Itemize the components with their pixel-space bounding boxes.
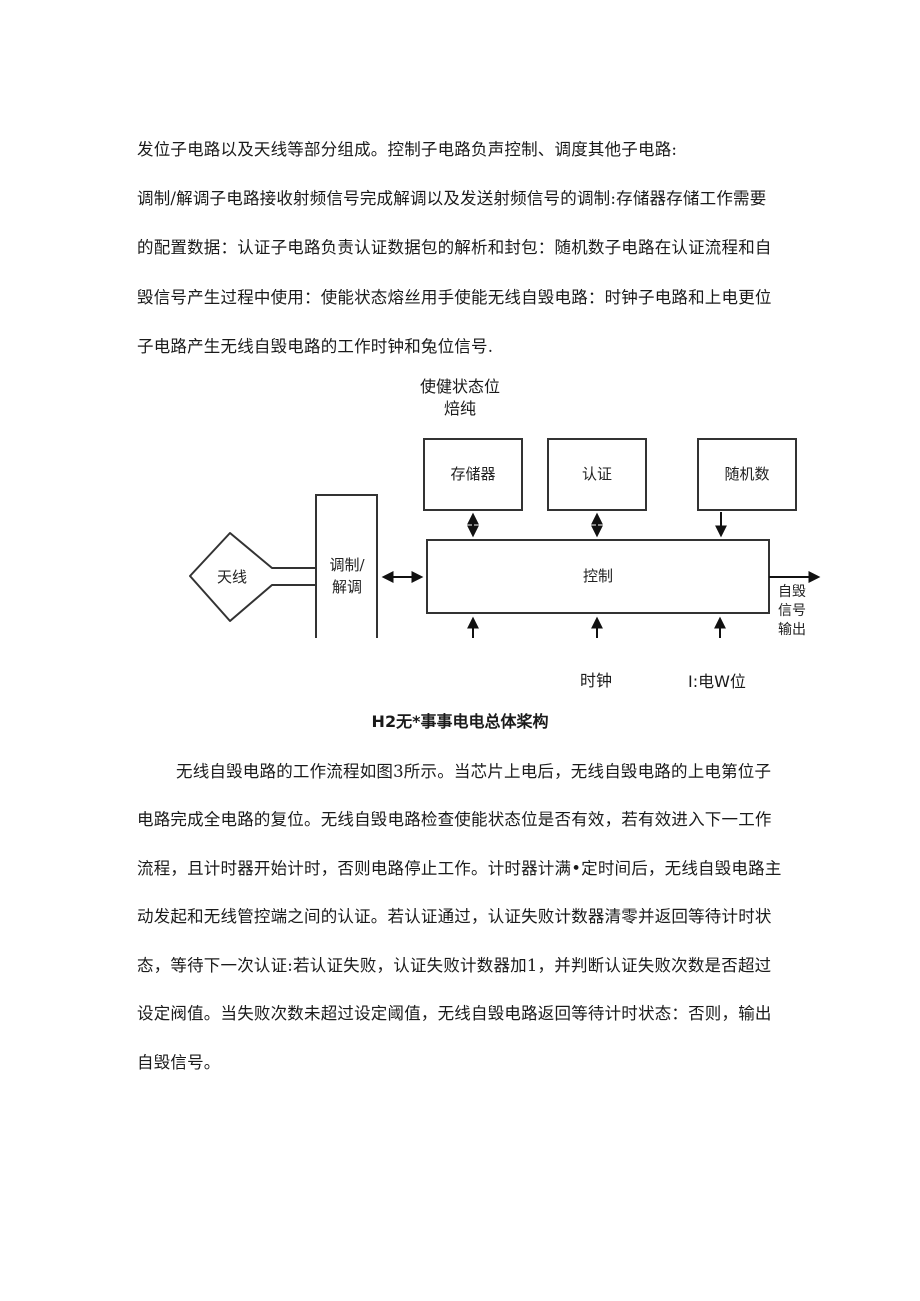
paragraph-line: 流程，且计时器开始计时，否则电路停止工作。计时器计满•定时间后，无线自毁电路主: [137, 859, 782, 878]
paragraph-line: 毁信号产生过程中使用：使能状态熔丝用手使能无线自毁电路：时钟子电路和上电更位: [137, 288, 772, 307]
paragraph-line: 设定阀值。当失败次数未超过设定阈值，无线自毁电路返回等待计时状态：否则，输出: [137, 1004, 772, 1023]
paragraph-line: 发位子电路以及天线等部分组成。控制子电路负声控制、调度其他子电路:: [137, 140, 678, 159]
output-label-line1: 自毁: [778, 584, 806, 600]
memory-block: [423, 438, 523, 511]
clock-label: 时钟: [580, 671, 613, 690]
paragraph-line: 态，等待下一次认证:若认证失败，认证失败计数器加1，并判断认证失败次数是否超过: [137, 956, 772, 975]
modem-label-line2: 解调: [332, 578, 362, 596]
paragraph-line: 调制/解调子电路接收射频信号完成解调以及发送射频信号的调制:存储器存储工作需要: [137, 189, 767, 208]
block-diagram: 天线 调制/ 解调 控制 存储器 认证 随机数 自毁 信号 输出: [189, 438, 821, 638]
auth-block: [547, 438, 647, 511]
paragraph-line: 子电路产生无线自毁电路的工作时钟和兔位信号.: [137, 337, 494, 356]
output-label-line2: 信号: [778, 603, 806, 619]
antenna-label: 天线: [217, 568, 247, 586]
random-label: 随机数: [724, 465, 769, 483]
modem-label-line1: 调制/: [329, 556, 365, 574]
modem-block: [315, 494, 378, 638]
control-block: [426, 539, 770, 614]
paragraph-line: 的配置数据：认证子电路负责认证数据包的解析和封包：随机数子电路在认证流程和自: [137, 238, 772, 257]
control-label: 控制: [583, 567, 613, 585]
reset-label: I:电W位: [688, 672, 746, 691]
antenna-shape: [189, 532, 317, 622]
paragraph-line: 动发起和无线管控端之间的认证。若认证通过，认证失败计数器清零并返回等待计时状: [137, 907, 772, 926]
paragraph-line: 无线自毁电路的工作流程如图3所示。当芯片上电后，无线自毁电路的上电第位子: [176, 762, 772, 781]
enable-fuse-label-line2: 焙纯: [443, 399, 476, 418]
memory-label: 存储器: [450, 465, 495, 483]
auth-label: 认证: [582, 465, 612, 483]
figure-caption: H2无*事事电电总体桨构: [371, 712, 549, 731]
random-block: [697, 438, 797, 511]
paragraph-line: 电路完成全电路的复位。无线自毁电路检查使能状态位是否有效，若有效进入下一工作: [137, 810, 772, 829]
enable-fuse-label-line1: 使健状态位: [419, 377, 500, 396]
output-label-line3: 输出: [778, 622, 806, 638]
paragraph-line: 自毁信号。: [137, 1053, 221, 1072]
